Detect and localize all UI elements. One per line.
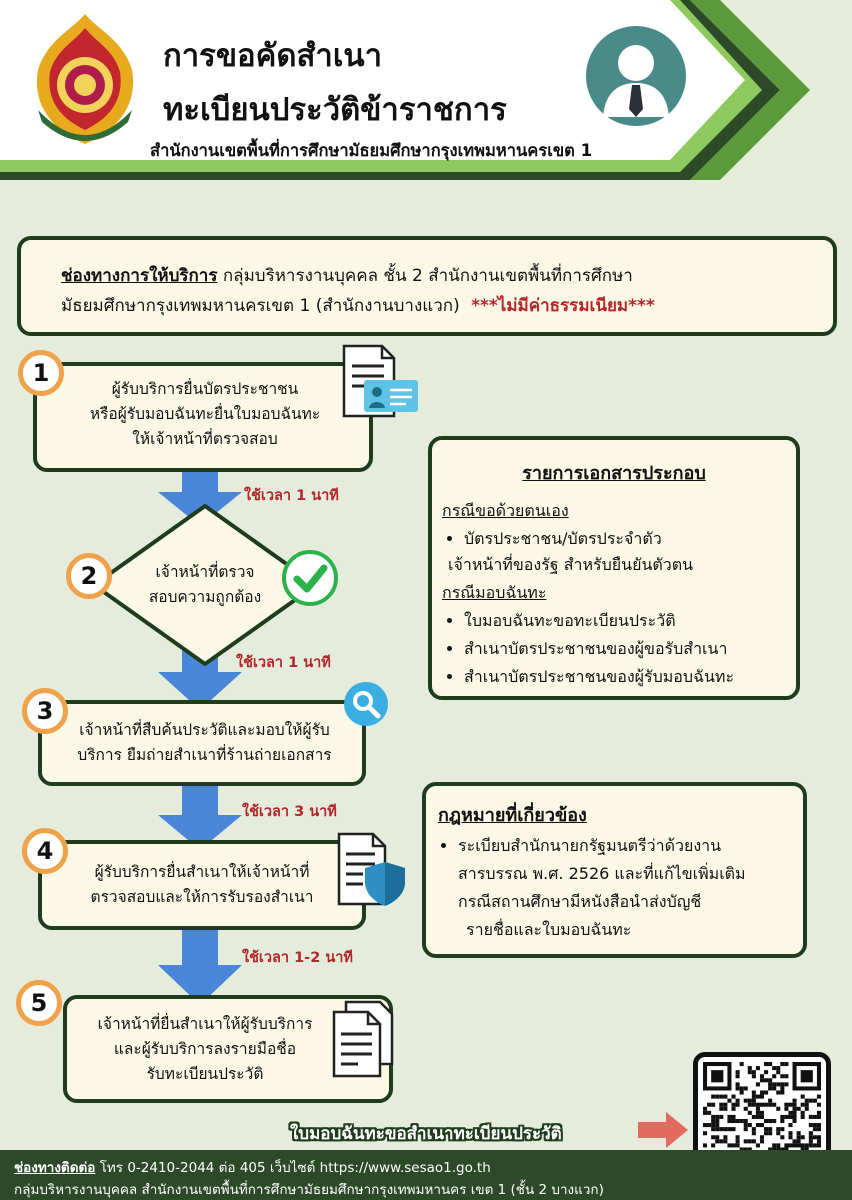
service-text-line1: กลุ่มบริหารงานบุคคล ชั้น 2 สำนักงานเขตพื… [222, 266, 633, 286]
step-1-line: ผู้รับบริการยื่นบัตรประชาชน [111, 380, 299, 398]
proxy-item: สำเนาบัตรประชาชนของผู้ขอรับสำเนา [464, 636, 792, 662]
step-4-box [38, 840, 366, 930]
step-5-number: 5 [16, 980, 62, 1026]
step-1-number: 1 [18, 350, 64, 396]
step-3-number: 3 [22, 688, 68, 734]
law-line: รายชื่อและใบมอบฉันทะ [466, 920, 632, 939]
page-subtitle: สำนักงานเขตพื้นที่การศึกษามัธยมศึกษากรุง… [150, 141, 593, 160]
proxy-heading: กรณีมอบฉันทะ [442, 583, 547, 602]
id-card-document-icon [342, 344, 418, 418]
step-5-line: และผู้รับบริการลงรายมือชื่อ [113, 1040, 297, 1058]
ministry-emblem-icon [36, 14, 134, 144]
step-3-text: เจ้าหน้าที่สืบค้นประวัติและมอบให้ผู้รับ … [52, 718, 357, 768]
self-item-line1: บัตรประชาชน/บัตรประจำตัว [464, 529, 662, 548]
proxy-item: ใบมอบฉันทะขอทะเบียนประวัติ [464, 608, 792, 634]
search-magnifier-icon [344, 682, 388, 726]
step-2-number: 2 [66, 553, 112, 599]
step-2-time: ใช้เวลา 1 นาที [236, 655, 331, 671]
step-3-line: บริการ ยืมถ่ายสำเนาที่ร้านถ่ายเอกสาร [77, 746, 332, 764]
self-heading: กรณีขอด้วยตนเอง [442, 501, 569, 520]
footer-address: กลุ่มบริหารงานบุคคล สำนักงานเขตพื้นที่กา… [14, 1182, 604, 1198]
step-4-number: 4 [22, 828, 68, 874]
law-box: กฎหมายที่เกี่ยวข้อง ระเบียบสำนักนายกรัฐม… [422, 782, 807, 958]
service-line2: มัธยมศึกษากรุงเทพมหานครเขต 1 (สำนักงานบา… [61, 292, 655, 319]
fee-note: ***ไม่มีค่าธรรมเนียม*** [471, 296, 655, 316]
step-1-line: หรือผู้รับมอบฉันทะยื่นใบมอบฉันทะ [89, 405, 321, 423]
step-2-text: เจ้าหน้าที่ตรวจ สอบความถูกต้อง [105, 560, 305, 610]
check-circle-icon [282, 550, 338, 606]
step-3-box [38, 700, 366, 786]
step-4-time: ใช้เวลา 1-2 นาที [242, 950, 353, 966]
header-background [0, 0, 852, 180]
step-1-line: ให้เจ้าหน้าที่ตรวจสอบ [132, 430, 278, 448]
documents-stack-icon [332, 1000, 394, 1078]
step-2-line: เจ้าหน้าที่ตรวจ [155, 563, 255, 581]
qr-caption: ใบมอบฉันทะขอสำเนาทะเบียนประวัติ [290, 1124, 562, 1144]
arrow-right-icon [638, 1112, 688, 1148]
step-1-text: ผู้รับบริการยื่นบัตรประชาชน หรือผู้รับมอ… [55, 377, 355, 452]
service-channel-box: ช่องทางการให้บริการ กลุ่มบริหารงานบุคคล … [17, 236, 837, 336]
arrow-1 [158, 462, 242, 526]
step-3-time: ใช้เวลา 3 นาที [242, 804, 337, 820]
footer: ช่องทางติดต่อ โทร 0-2410-2044 ต่อ 405 เว… [0, 1150, 852, 1200]
documents-title: รายการเอกสารประกอบ [522, 463, 706, 484]
law-line: กรณีสถานศึกษามีหนังสือนำส่งบัญชี [458, 892, 702, 911]
page-title-line1: การขอคัดสำเนา [163, 38, 383, 74]
self-item: บัตรประชาชน/บัตรประจำตัว เจ้าหน้าที่ของร… [448, 526, 792, 578]
arrow-3 [158, 785, 242, 850]
law-line: สารบรรณ พ.ศ. 2526 และที่แก้ไขเพิ่มเติม [458, 864, 746, 883]
step-4-text: ผู้รับบริการยื่นสำเนาให้เจ้าหน้าที่ ตรวจ… [52, 860, 352, 910]
footer-contact-label: ช่องทางติดต่อ [14, 1160, 96, 1176]
step-4-line: ผู้รับบริการยื่นสำเนาให้เจ้าหน้าที่ [94, 863, 310, 881]
law-content: ระเบียบสำนักนายกรัฐมนตรีว่าด้วยงาน สารบร… [436, 830, 796, 946]
step-2-diamond [92, 504, 318, 666]
documents-content: กรณีขอด้วยตนเอง บัตรประชาชน/บัตรประจำตัว… [442, 498, 792, 692]
law-title: กฎหมายที่เกี่ยวข้อง [438, 805, 587, 826]
service-text-line2: มัธยมศึกษากรุงเทพมหานครเขต 1 (สำนักงานบา… [61, 296, 460, 316]
page-title-line2: ทะเบียนประวัติข้าราชการ [163, 92, 507, 128]
documents-box: รายการเอกสารประกอบ กรณีขอด้วยตนเอง บัตรป… [428, 436, 800, 700]
proxy-item: สำเนาบัตรประชาชนของผู้รับมอบฉันทะ [464, 664, 792, 690]
footer-contact-text[interactable]: โทร 0-2410-2044 ต่อ 405 เว็บไซต์ https:/… [99, 1160, 491, 1176]
step-3-line: เจ้าหน้าที่สืบค้นประวัติและมอบให้ผู้รับ [79, 721, 330, 739]
person-avatar-icon [586, 26, 686, 126]
arrow-2 [158, 640, 242, 710]
step-1-time: ใช้เวลา 1 นาที [244, 488, 339, 504]
step-2-line: สอบความถูกต้อง [148, 588, 262, 606]
step-5-text: เจ้าหน้าที่ยื่นสำเนาให้ผู้รับบริการ และผ… [75, 1012, 335, 1087]
arrow-4 [158, 930, 242, 1005]
header: การขอคัดสำเนา ทะเบียนประวัติข้าราชการ สำ… [0, 0, 852, 180]
footer-contact: ช่องทางติดต่อ โทร 0-2410-2044 ต่อ 405 เว… [14, 1156, 491, 1178]
law-line: ระเบียบสำนักนายกรัฐมนตรีว่าด้วยงาน [458, 836, 722, 855]
self-item-line2: เจ้าหน้าที่ของรัฐ สำหรับยืนยันตัวตน [448, 555, 694, 574]
step-5-line: รับทะเบียนประวัติ [146, 1065, 264, 1083]
step-4-line: ตรวจสอบและให้การรับรองสำเนา [90, 888, 314, 906]
step-5-line: เจ้าหน้าที่ยื่นสำเนาให้ผู้รับบริการ [97, 1015, 313, 1033]
service-line1: ช่องทางการให้บริการ กลุ่มบริหารงานบุคคล … [61, 262, 633, 289]
service-label: ช่องทางการให้บริการ [61, 266, 218, 286]
document-shield-icon [337, 832, 405, 906]
law-item: ระเบียบสำนักนายกรัฐมนตรีว่าด้วยงาน สารบร… [458, 832, 796, 944]
